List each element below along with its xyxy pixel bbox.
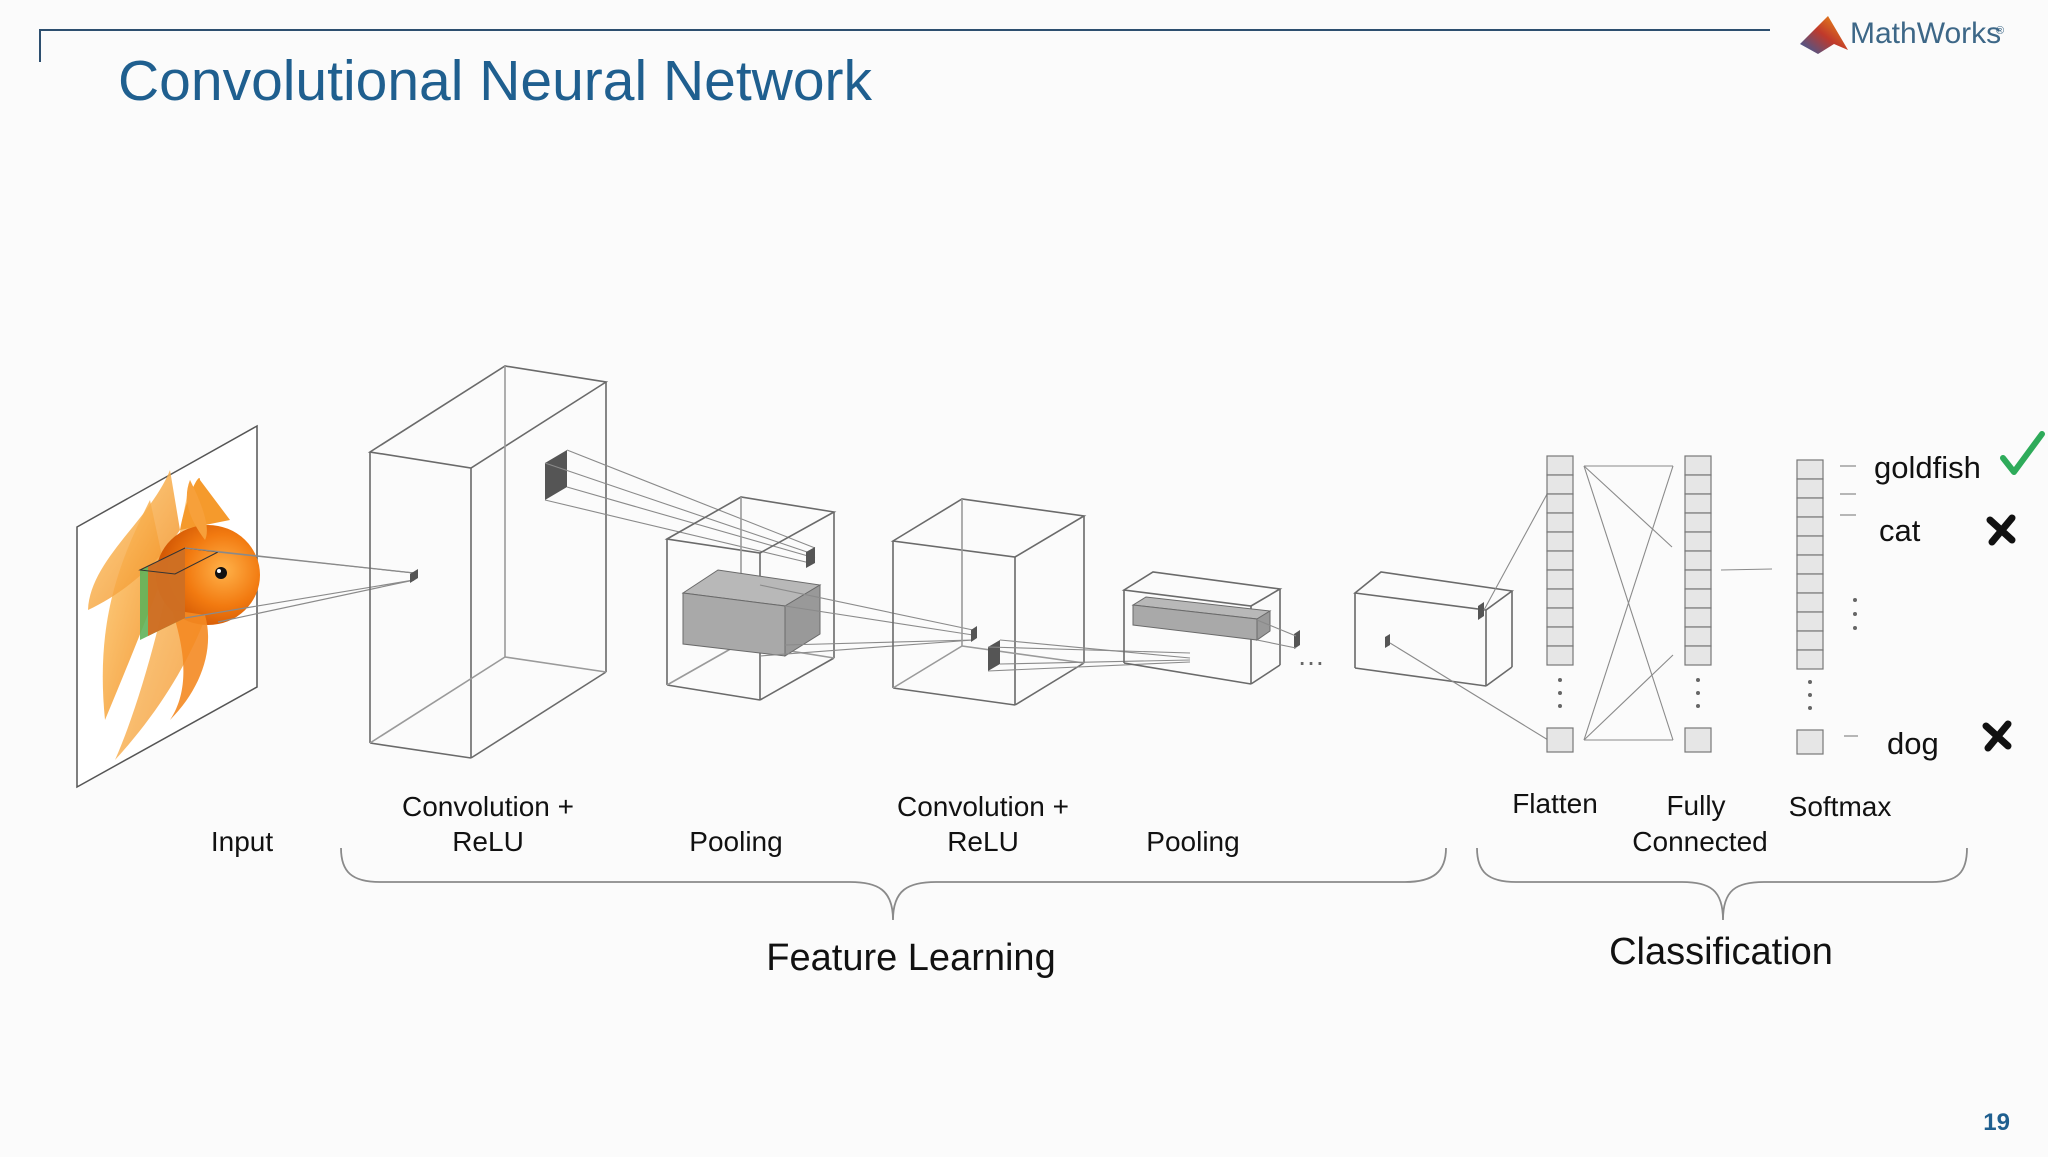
pool1-to-conv2-lines bbox=[759, 584, 974, 657]
cross-icon bbox=[1982, 720, 2012, 752]
flatten-to-fc-lines bbox=[1583, 465, 1674, 741]
classification-brace bbox=[1476, 847, 1968, 921]
pool2-feature-block bbox=[1131, 596, 1272, 641]
label-conv1-line1: Convolution + bbox=[402, 791, 574, 822]
input-image bbox=[76, 424, 260, 789]
output-label-goldfish: goldfish bbox=[1874, 450, 1981, 485]
conv1-volume bbox=[367, 365, 609, 759]
label-conv2-line1: Convolution + bbox=[897, 791, 1069, 822]
conv1-to-pool1-lines bbox=[544, 449, 816, 564]
label-pool1: Pooling bbox=[689, 826, 782, 857]
page-title: Convolutional Neural Network bbox=[118, 49, 873, 113]
group-classification: Classification bbox=[1609, 931, 1833, 973]
pool1-feature-block bbox=[681, 569, 822, 657]
check-icon bbox=[2000, 431, 2045, 475]
label-input: Input bbox=[211, 826, 273, 857]
feature-learning-brace bbox=[340, 847, 1447, 921]
label-conv2-line2: ReLU bbox=[947, 826, 1019, 857]
logo-brand: MathWorks bbox=[1850, 17, 2001, 50]
membrane-logo-icon bbox=[1800, 16, 1848, 54]
mathworks-logo: MathWorks ® bbox=[1800, 16, 2004, 54]
input-to-conv1-lines bbox=[184, 547, 415, 623]
label-pool2: Pooling bbox=[1146, 826, 1239, 857]
cross-icon bbox=[1986, 514, 2016, 546]
header-rule bbox=[39, 29, 1770, 62]
softmax-dots bbox=[1808, 598, 1857, 710]
label-fc-line2: Connected bbox=[1632, 826, 1767, 857]
conv2-to-pool2-lines bbox=[987, 639, 1191, 672]
logo-registered: ® bbox=[1996, 25, 2004, 37]
layers-ellipsis: … bbox=[1297, 640, 1325, 671]
label-flatten: Flatten bbox=[1512, 788, 1598, 819]
label-conv1-line2: ReLU bbox=[452, 826, 524, 857]
output-label-dog: dog bbox=[1887, 726, 1939, 761]
group-feature-learning: Feature Learning bbox=[766, 937, 1055, 979]
flatten-layer bbox=[1546, 455, 1574, 753]
softmax-ticks bbox=[1840, 465, 1858, 737]
fc-dots bbox=[1696, 678, 1700, 708]
conv2-volume bbox=[890, 498, 1087, 706]
output-label-cat: cat bbox=[1879, 513, 1921, 548]
label-softmax: Softmax bbox=[1789, 791, 1892, 822]
fully-connected-layer bbox=[1684, 455, 1712, 753]
flatten-dots bbox=[1558, 678, 1562, 708]
final-feature-volume bbox=[1353, 571, 1515, 687]
softmax-layer bbox=[1796, 459, 1824, 755]
conv1-filter-region bbox=[545, 450, 567, 500]
page-number: 19 bbox=[1983, 1109, 2010, 1136]
label-fc-line1: Fully bbox=[1666, 790, 1725, 821]
